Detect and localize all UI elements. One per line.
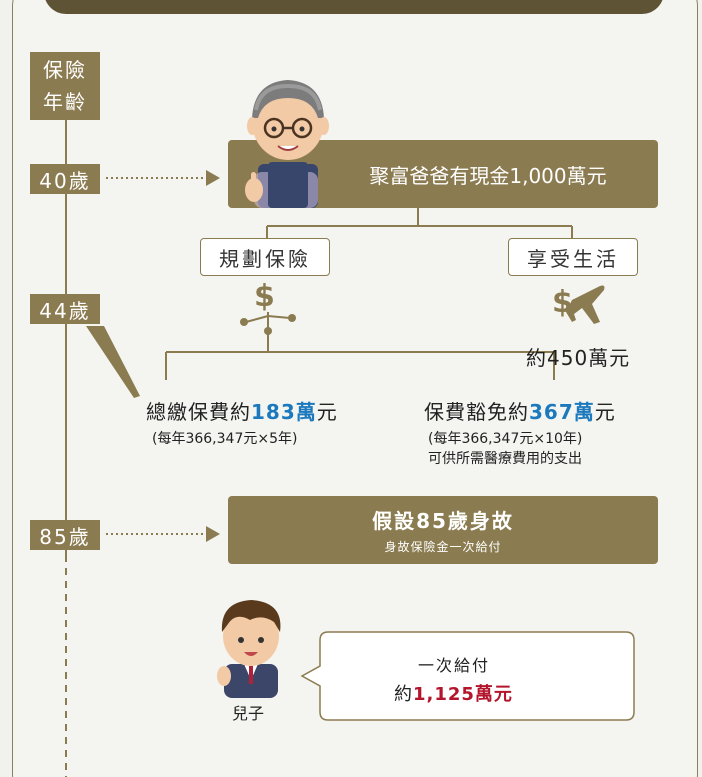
age-85-tag: 85歲 [30, 520, 100, 550]
life-amount: 約450萬元 [526, 346, 631, 370]
axis-title: 保險 年齡 [30, 52, 100, 120]
payout-prefix: 約 [394, 684, 413, 705]
plan-insurance-label: 規劃保險 [200, 238, 330, 276]
waiver-suffix: 元 [594, 400, 616, 424]
enjoy-life-label: 享受生活 [508, 238, 638, 276]
premium-suffix: 元 [316, 400, 338, 424]
death-subtitle: 身故保險金一次給付 [384, 540, 502, 554]
waiver-usage-note: 可供所需醫療費用的支出 [428, 451, 582, 467]
premium-note: (每年366,347元×5年) [152, 431, 298, 447]
axis-title-line2: 年齡 [43, 90, 87, 114]
death-title: 假設85歲身故 [372, 509, 514, 533]
premium-prefix: 總繳保費約 [146, 400, 251, 424]
waiver-total: 保費豁免約367萬元 [424, 396, 616, 425]
payout-line1: 一次給付 [418, 656, 491, 675]
waiver-note: (每年366,347元×10年) [428, 431, 583, 447]
age-44-tag: 44歲 [30, 294, 100, 324]
axis-title-line1: 保險 [43, 58, 87, 82]
waiver-amount: 367萬 [529, 400, 595, 424]
premium-amount: 183萬 [251, 400, 317, 424]
father-statement: 聚富爸爸有現金1,000萬元 [369, 163, 607, 188]
svg-text:$: $ [254, 279, 275, 314]
payout-amount: 1,125萬元 [413, 684, 513, 705]
header-bar [44, 0, 664, 14]
premium-total: 總繳保費約183萬元 [146, 396, 338, 425]
death-benefit-box: 假設85歲身故 身故保險金一次給付 [228, 496, 658, 564]
son-label: 兒子 [232, 704, 265, 723]
waiver-prefix: 保費豁免約 [424, 400, 529, 424]
age-40-tag: 40歲 [30, 164, 100, 194]
payout-total: 約1,125萬元 [394, 680, 513, 706]
